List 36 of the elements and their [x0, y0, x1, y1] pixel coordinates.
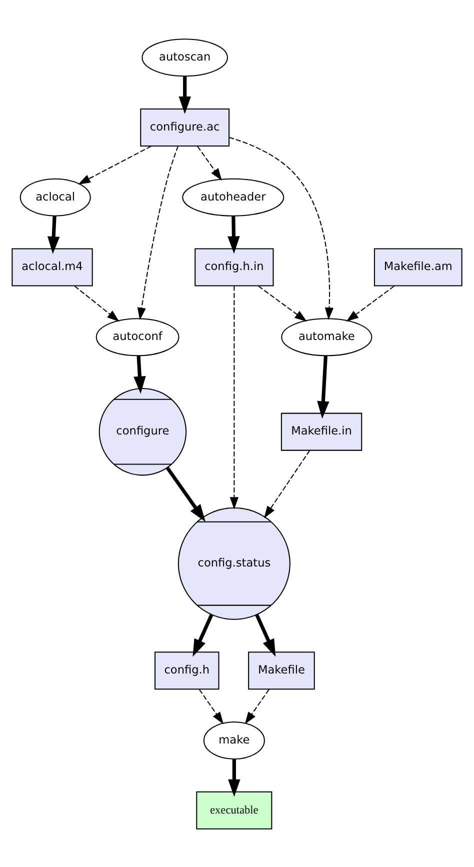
node-box: executable [196, 790, 272, 829]
arrow [178, 76, 191, 114]
node-box: Makefile [248, 651, 315, 690]
node-ellipse: autoheader [182, 178, 284, 216]
node-box: Makefile.in [280, 412, 362, 450]
arrow [230, 285, 238, 510]
node-ellipse: make [203, 720, 265, 760]
arrow [192, 613, 214, 656]
arrow [166, 466, 206, 522]
node-ellipse: autoscan [142, 38, 228, 76]
arrow [228, 136, 334, 320]
arrow [317, 355, 330, 418]
node-box: Makefile.am [374, 248, 462, 286]
arrow [228, 216, 240, 254]
node-circle: configure [98, 387, 187, 476]
arrow [137, 145, 179, 320]
node-ellipse: automake [281, 318, 372, 356]
arrow [197, 146, 222, 180]
arrow [78, 145, 152, 184]
node-ellipse: autoconf [96, 318, 180, 356]
node-box: config.h.in [194, 248, 274, 286]
node-ellipse: aclocal [20, 178, 91, 216]
arrow [255, 613, 276, 656]
arrow [258, 285, 307, 322]
arrow [74, 285, 120, 322]
node-circle: config.status [178, 506, 290, 620]
node-box: aclocal.m4 [12, 248, 93, 286]
arrow [47, 215, 60, 254]
node-box: configure.ac [140, 108, 230, 146]
node-box: config.h [154, 651, 220, 690]
arrow [346, 285, 394, 322]
arrow [134, 355, 146, 394]
arrow [198, 688, 224, 724]
arrow [264, 450, 310, 518]
arrow [228, 758, 240, 796]
arrow [244, 688, 270, 724]
